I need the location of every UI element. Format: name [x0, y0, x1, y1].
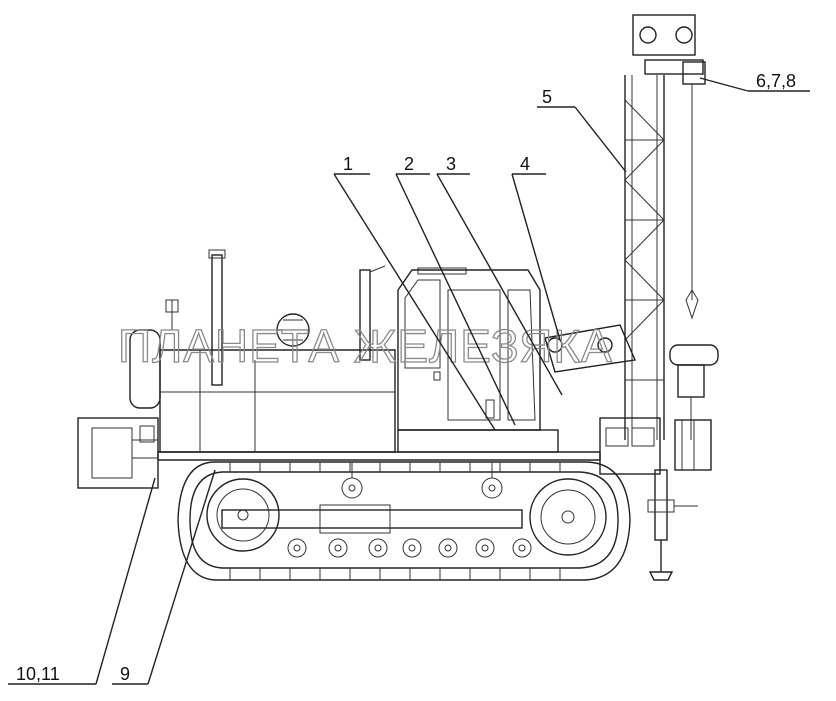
crawler-track	[177, 461, 631, 581]
callout-3: 3	[446, 154, 456, 174]
callout-10-11: 10,11	[16, 664, 60, 684]
callout-9: 9	[120, 664, 130, 684]
callout-1: 1	[343, 154, 353, 174]
operator-cab	[397, 267, 559, 453]
callout-6-7-8: 6,7,8	[756, 71, 796, 91]
callout-leaders	[8, 77, 810, 685]
drilling-mast	[544, 14, 719, 581]
callout-4: 4	[520, 154, 530, 174]
callout-2: 2	[404, 154, 414, 174]
callout-5: 5	[542, 87, 552, 107]
watermark-text: ПЛАНЕТА ЖЕЛЕЗЯКА	[118, 320, 613, 372]
